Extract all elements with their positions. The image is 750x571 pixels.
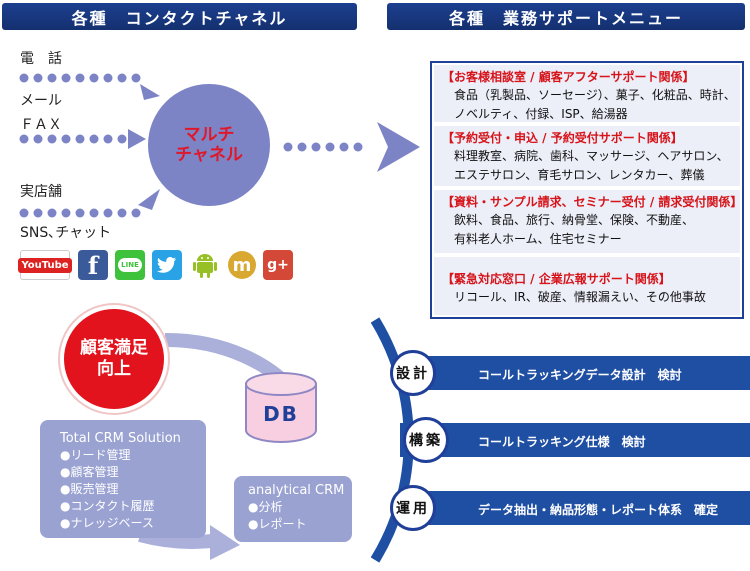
hub-label-line2: チャネル (175, 145, 243, 165)
channel-store: 実店舗 (20, 184, 62, 200)
menu-section-line: 飲料、食品、旅行、納骨堂、保険、不動産、 (454, 213, 695, 227)
hub-label-line1: マルチ (183, 125, 235, 145)
fax-arrowhead (128, 129, 146, 149)
step-bar-operation: データ抽出・納品形態・レポート体系 確定 (400, 491, 750, 525)
hub-arrowhead (377, 122, 420, 172)
step-bar-build: コールトラッキング仕様 検討 (400, 423, 750, 457)
android-icon (190, 250, 220, 280)
menu-section-line: 有料老人ホーム、住宅セミナー (454, 232, 622, 246)
support-menu-box: 【お客様相談室 / 顧客アフターサポート関係】 食品（乳製品、ソーセージ）、菓子… (430, 61, 744, 319)
analytical-crm-item: ●レポート (248, 517, 307, 531)
header-contact-channels: 各種 コンタクトチャネル (2, 3, 357, 30)
hub-arrow-dots (283, 142, 363, 152)
database-icon (245, 372, 317, 443)
store-arrow-dots (19, 208, 141, 218)
cycle-arrowhead-bottom (210, 525, 240, 560)
twitter-icon (152, 250, 182, 280)
menu-section-line: ノベルティ、付録、ISP、給湯器 (454, 107, 628, 121)
menu-section-line: 料理教室、病院、歯科、マッサージ、ヘアサロン、 (454, 149, 729, 163)
menu-section-title: 【お客様相談室 / 顧客アフターサポート関係】 (442, 70, 695, 84)
total-crm-box: Total CRM Solution ●リード管理 ●顧客管理 ●販売管理 ●コ… (40, 420, 206, 538)
analytical-crm-box: analytical CRM ●分析 ●レポート (234, 476, 352, 542)
line-icon: LINE (115, 250, 145, 280)
phone-arrow-dots (19, 73, 141, 83)
phone-arrowhead (140, 84, 160, 100)
channel-fax: ＦＡＸ (20, 117, 62, 133)
total-crm-item: ●リード管理 (60, 448, 131, 462)
fax-arrow-dots (19, 134, 127, 144)
header-support-menu: 各種 業務サポートメニュー (387, 3, 745, 30)
youtube-icon: YouTube (18, 250, 72, 280)
total-crm-item: ●販売管理 (60, 482, 119, 496)
twitter-bird-icon (157, 257, 176, 273)
facebook-icon: f (78, 250, 108, 280)
step-bar-design: コールトラッキングデータ設計 検討 (400, 356, 750, 390)
channel-phone: 電 話 (20, 51, 62, 67)
step-build-text: コールトラッキング仕様 検討 (478, 435, 646, 449)
database-label: DB (263, 402, 299, 426)
analytical-crm-item: ●分析 (248, 500, 283, 514)
android-robot-icon (193, 254, 217, 278)
menu-section-document-request: 【資料・サンプル請求、セミナー受付 / 請求受付関係】 飲料、食品、旅行、納骨堂… (434, 190, 743, 253)
channel-sns: SNS､チャット (20, 225, 112, 241)
total-crm-title: Total CRM Solution (60, 431, 181, 446)
total-crm-item: ●ナレッジベース (60, 516, 154, 530)
mixi-icon: m (228, 251, 256, 279)
step-build-badge: 構築 (403, 417, 449, 463)
googleplus-icon: g+ (263, 250, 293, 280)
customer-satisfaction-badge: 顧客満足 向上 (60, 305, 168, 413)
menu-section-title: 【資料・サンプル請求、セミナー受付 / 請求受付関係】 (442, 195, 743, 209)
menu-section-line: エステサロン、育毛サロン、レンタカー、葬儀 (454, 168, 705, 182)
menu-section-title: 【緊急対応窓口 / 企業広報サポート関係】 (442, 272, 671, 286)
multi-channel-hub: マルチ チャネル (148, 84, 270, 206)
total-crm-item: ●コンタクト履歴 (60, 499, 155, 513)
menu-section-line: リコール、IR、破産、情報漏えい、その他事故 (454, 290, 706, 304)
menu-section-line: 食品（乳製品、ソーセージ）、菓子、化粧品、時計、 (454, 88, 736, 102)
analytical-crm-title: analytical CRM (248, 483, 345, 498)
step-operation-text: データ抽出・納品形態・レポート体系 確定 (478, 503, 719, 517)
satisfaction-line1: 顧客満足 (80, 338, 148, 358)
menu-section-emergency: 【緊急対応窓口 / 企業広報サポート関係】 リコール、IR、破産、情報漏えい、そ… (434, 257, 740, 315)
satisfaction-line2: 向上 (97, 359, 131, 379)
menu-section-customer-support: 【お客様相談室 / 顧客アフターサポート関係】 食品（乳製品、ソーセージ）、菓子… (434, 65, 740, 122)
menu-section-title: 【予約受付・申込 / 予約受付サポート関係】 (442, 131, 683, 145)
total-crm-item: ●顧客管理 (60, 465, 119, 479)
menu-section-reservation: 【予約受付・申込 / 予約受付サポート関係】 料理教室、病院、歯科、マッサージ、… (434, 126, 740, 186)
step-design-text: コールトラッキングデータ設計 検討 (478, 368, 682, 382)
channel-mail: メール (20, 93, 62, 109)
step-operation-badge: 運用 (390, 485, 436, 531)
store-arrowhead (138, 189, 160, 210)
step-design-badge: 設計 (390, 350, 436, 396)
